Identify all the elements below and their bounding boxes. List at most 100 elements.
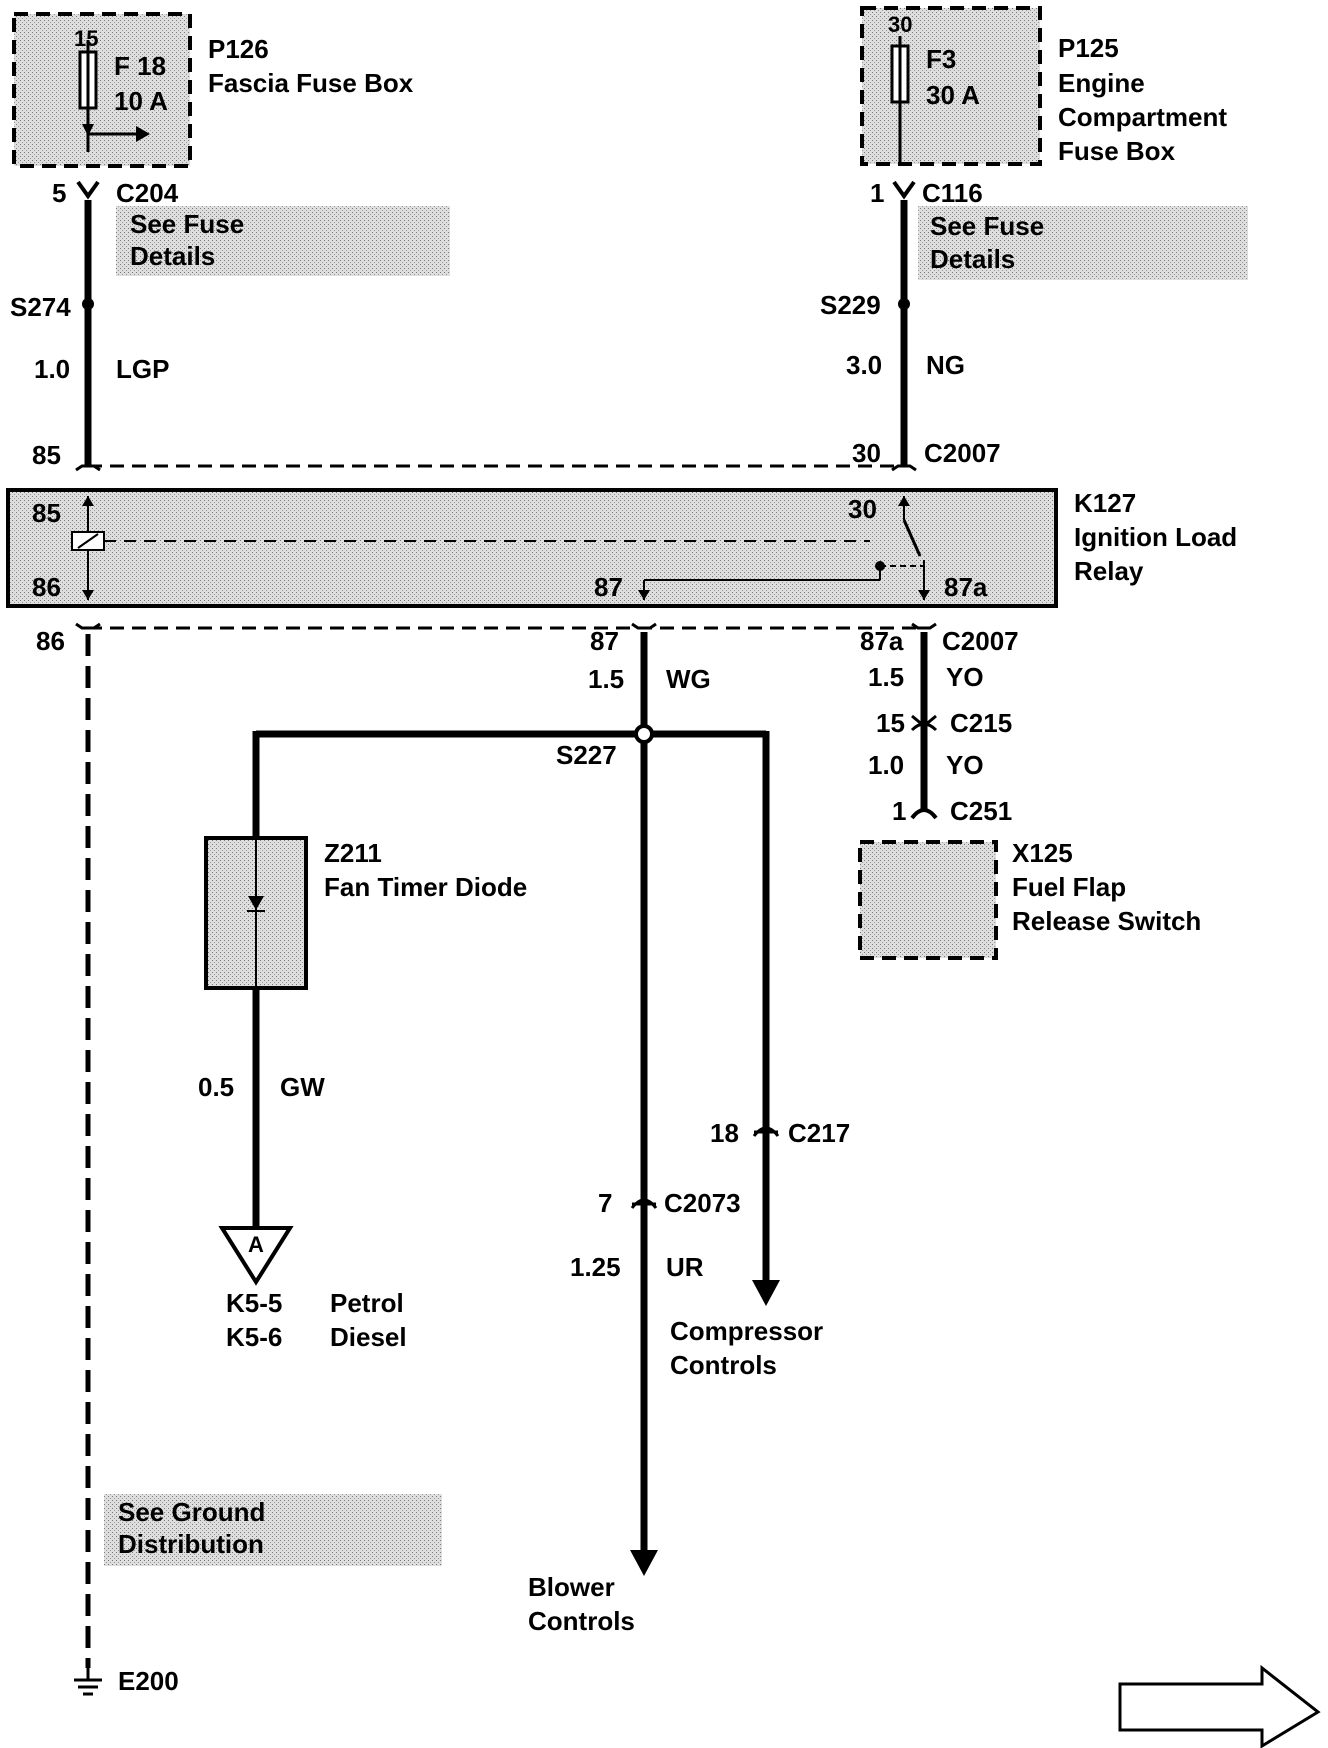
note-line1: See Ground	[118, 1497, 265, 1527]
fuse-top-pin: 30	[888, 12, 912, 37]
connector-c116-icon	[892, 180, 916, 200]
connector-c2073-icon	[630, 1198, 658, 1209]
splice-s274-dot	[82, 298, 94, 310]
fuse-top-pin: 15	[74, 26, 98, 51]
fuse-rating: 10 A	[114, 86, 168, 116]
fuel-flap-wire-size: 1.0	[868, 750, 904, 780]
relay-connector-label: C2007	[924, 438, 1001, 468]
left-feed-pin: 5	[52, 178, 66, 208]
fuel-flap-switch-box	[858, 840, 998, 960]
note-line2: Details	[130, 241, 215, 271]
wire-color: LGP	[116, 354, 169, 384]
reference1-code: K5-5	[226, 1288, 282, 1318]
fuse-name: F 18	[114, 51, 166, 81]
wire-size: 3.0	[846, 350, 882, 380]
fuel-flap-wire-color: YO	[946, 750, 984, 780]
fuse-box-p126: 15 F 18 10 A	[12, 12, 192, 168]
switch-id: X125	[1012, 838, 1073, 868]
note-see-fuse-details	[116, 206, 450, 276]
right-feed-pin: 1	[870, 178, 884, 208]
output-pin-87: 87	[590, 626, 619, 656]
connector-87a-icon	[911, 622, 937, 630]
fuse-box-p125: 30 F3 30 A	[860, 6, 1042, 166]
fuse-box-name-line2: Compartment	[1058, 102, 1227, 132]
blower-wire-size: 1.25	[570, 1252, 621, 1282]
relay-pin-85: 85	[32, 498, 61, 528]
diode-icon	[248, 896, 264, 910]
relay-pin-label: 85	[32, 440, 61, 470]
ground-symbol-icon	[74, 1668, 102, 1696]
note-line2: Distribution	[118, 1529, 264, 1559]
connector-c251-icon	[910, 808, 938, 820]
arrow-down-icon	[82, 124, 94, 136]
relay-name-line2: Relay	[1074, 556, 1144, 586]
relay-pin-86: 86	[32, 572, 61, 602]
compressor-label-line2: Controls	[670, 1350, 777, 1380]
output-pin-87a: 87a	[860, 626, 904, 656]
relay-k127: 85 86 30 87 87a	[6, 488, 1058, 608]
blower-pin: 7	[598, 1188, 612, 1218]
relay-id: K127	[1074, 488, 1136, 518]
fuse-box-id: P126	[208, 34, 269, 64]
blower-label-line2: Controls	[528, 1606, 635, 1636]
left-feed-connector: C204	[116, 178, 179, 208]
splice-s227-label: S227	[556, 740, 617, 770]
fuse-name: F3	[926, 44, 956, 74]
diode-z211	[204, 836, 308, 990]
reference2-code: K5-6	[226, 1322, 282, 1352]
blower-wire-color: UR	[666, 1252, 704, 1282]
splice-s229-dot	[898, 298, 910, 310]
reference-letter: A	[248, 1232, 264, 1257]
wire87-size: 1.5	[588, 664, 624, 694]
splice-label: S229	[820, 290, 881, 320]
diode-id: Z211	[324, 838, 382, 868]
switch-name-line1: Fuel Flap	[1012, 872, 1126, 902]
right-feed-wire	[891, 180, 917, 472]
relay-pin-87: 87	[594, 572, 623, 602]
fuse-box-name-line3: Fuse Box	[1058, 136, 1176, 166]
c215-pin: 15	[876, 708, 905, 738]
c251-pin: 1	[892, 796, 906, 826]
blower-label-line1: Blower	[528, 1572, 615, 1602]
note-line2: Details	[930, 244, 1015, 274]
wire-size: 1.0	[34, 354, 70, 384]
relay-name-line1: Ignition Load	[1074, 522, 1237, 552]
relay-pin-label: 30	[852, 438, 881, 468]
compressor-label-line1: Compressor	[670, 1316, 823, 1346]
c215-connector: C215	[950, 708, 1012, 738]
fuse-box-name: Fascia Fuse Box	[208, 68, 414, 98]
right-feed-connector: C116	[922, 178, 983, 208]
output-pin-86: 86	[36, 626, 65, 656]
note-line1: See Fuse	[930, 211, 1044, 241]
output-connector: C2007	[942, 626, 1019, 656]
diode-wire-size: 0.5	[198, 1072, 234, 1102]
note-see-ground-distribution	[104, 1494, 442, 1566]
fuse-rating: 30 A	[926, 80, 980, 110]
diode-wire-color: GW	[280, 1072, 325, 1102]
fuse-box-id: P125	[1058, 33, 1119, 63]
blower-connector: C2073	[664, 1188, 741, 1218]
wire87-color: WG	[666, 664, 711, 694]
switch-name-line2: Release Switch	[1012, 906, 1201, 936]
note-see-fuse-details	[918, 206, 1248, 280]
connector-86-icon	[75, 622, 101, 630]
fuse-box-name-line1: Engine	[1058, 68, 1145, 98]
c251-connector: C251	[950, 796, 1012, 826]
right-arrow-icon[interactable]	[1118, 1664, 1321, 1748]
splice-s227-dot	[634, 724, 654, 744]
left-feed-wire	[75, 180, 101, 472]
reference-triangle-icon	[218, 1226, 294, 1286]
reference2-label: Diesel	[330, 1322, 407, 1352]
arrow-right-icon	[136, 126, 150, 142]
wire87a-size: 1.5	[868, 662, 904, 692]
wire-color: NG	[926, 350, 965, 380]
relay-pin-87a: 87a	[944, 572, 988, 602]
connector-87-icon	[631, 622, 657, 630]
compressor-connector: C217	[788, 1118, 850, 1148]
wire87a-color: YO	[946, 662, 984, 692]
relay-pin-30: 30	[848, 494, 877, 524]
compressor-pin: 18	[710, 1118, 739, 1148]
connector-c204-icon	[76, 180, 100, 200]
connector-c215-icon	[910, 714, 938, 732]
